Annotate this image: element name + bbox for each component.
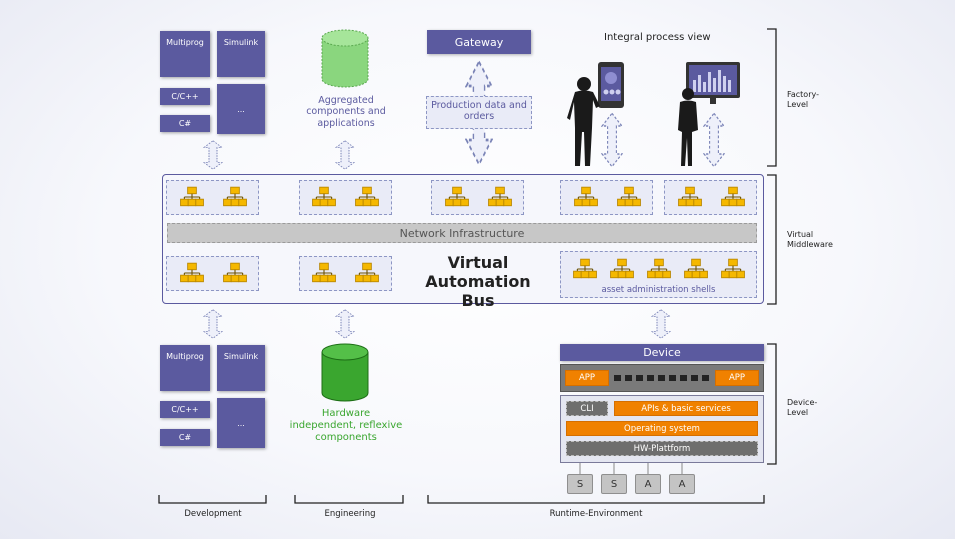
org-icon: [647, 258, 671, 280]
virtual-automation-bus-label: Virtual Automation Bus: [425, 253, 531, 311]
sensor-connectors: [579, 463, 683, 475]
org-icon: [617, 186, 641, 208]
eng-bottom-arrow: [335, 309, 355, 339]
network-infrastructure-bar: Network Infrastructure: [167, 223, 757, 243]
org-icon: [574, 186, 598, 208]
org-icon: [355, 186, 379, 208]
component-group-top-3: [431, 180, 524, 215]
simulink-box-top[interactable]: Simulink: [217, 31, 265, 77]
org-icon: [445, 186, 469, 208]
app-box-right[interactable]: APP: [715, 370, 759, 386]
component-group-bottom-2: [299, 256, 392, 291]
org-icon: [678, 186, 702, 208]
dev-top-arrow: [203, 140, 223, 170]
database-icon-bottom: [321, 343, 369, 402]
device-level-label: Device-Level: [787, 398, 818, 417]
eng-top-arrow: [335, 140, 355, 170]
org-icon: [223, 262, 247, 284]
component-group-bottom-1: [166, 256, 259, 291]
production-data-box: [426, 96, 532, 129]
org-icon: [721, 258, 745, 280]
person-tablet-icon: [567, 62, 624, 166]
org-icon: [223, 186, 247, 208]
footer-brackets: [158, 495, 765, 504]
sensor-s2[interactable]: S: [601, 474, 627, 494]
level-brackets: [767, 28, 777, 465]
org-icon: [355, 262, 379, 284]
component-group-top-4: [560, 180, 653, 215]
component-group-top-1: [166, 180, 259, 215]
device-title[interactable]: Device: [560, 344, 764, 361]
hardware-independent-label: Hardware independent, reflexive componen…: [289, 408, 403, 443]
more-box-bottom[interactable]: ...: [217, 398, 265, 448]
component-group-top-2: [299, 180, 392, 215]
aggregated-label: Aggregated components and applications: [306, 95, 386, 129]
multiprog-box-top[interactable]: Multiprog: [160, 31, 210, 77]
database-icon-top: [321, 29, 369, 88]
app-box-left[interactable]: APP: [565, 370, 609, 386]
app-dots: [614, 375, 710, 381]
org-icon: [180, 262, 204, 284]
component-group-top-5: [664, 180, 757, 215]
multiprog-box-bottom[interactable]: Multiprog: [160, 345, 210, 391]
org-icon: [312, 186, 336, 208]
factory-level-label: Factory-Level: [787, 90, 819, 109]
footer-engineering: Engineering: [324, 509, 376, 519]
org-icon: [488, 186, 512, 208]
more-box-top[interactable]: ...: [217, 84, 265, 134]
org-icon: [573, 258, 597, 280]
org-icon: [180, 186, 204, 208]
process-view-title: Integral process view: [604, 32, 711, 43]
dev-bottom-arrow: [203, 309, 223, 339]
csharp-box-top[interactable]: C#: [160, 115, 210, 132]
person-monitor-icon: [678, 62, 740, 166]
org-icon: [610, 258, 634, 280]
os-box[interactable]: Operating system: [566, 421, 758, 436]
org-icon: [312, 262, 336, 284]
device-arrow: [651, 309, 671, 339]
gateway-box[interactable]: Gateway: [427, 30, 531, 54]
cpp-box-top[interactable]: C/C++: [160, 88, 210, 105]
production-data-label: Production data and orders: [431, 100, 527, 123]
asset-admin-shells-label: asset administration shells: [601, 285, 716, 295]
org-icon: [721, 186, 745, 208]
sensor-s1[interactable]: S: [567, 474, 593, 494]
process-arrow-2: [703, 112, 725, 168]
hw-platform-box[interactable]: HW-Plattform: [566, 441, 758, 456]
actuator-a1[interactable]: A: [635, 474, 661, 494]
footer-development: Development: [184, 509, 242, 519]
cpp-box-bottom[interactable]: C/C++: [160, 401, 210, 418]
simulink-box-bottom[interactable]: Simulink: [217, 345, 265, 391]
org-icon: [684, 258, 708, 280]
footer-runtime: Runtime-Environment: [549, 509, 643, 519]
process-arrow-1: [601, 112, 623, 168]
cli-box[interactable]: CLI: [566, 401, 608, 416]
csharp-box-bottom[interactable]: C#: [160, 429, 210, 446]
apis-box[interactable]: APIs & basic services: [614, 401, 758, 416]
actuator-a2[interactable]: A: [669, 474, 695, 494]
